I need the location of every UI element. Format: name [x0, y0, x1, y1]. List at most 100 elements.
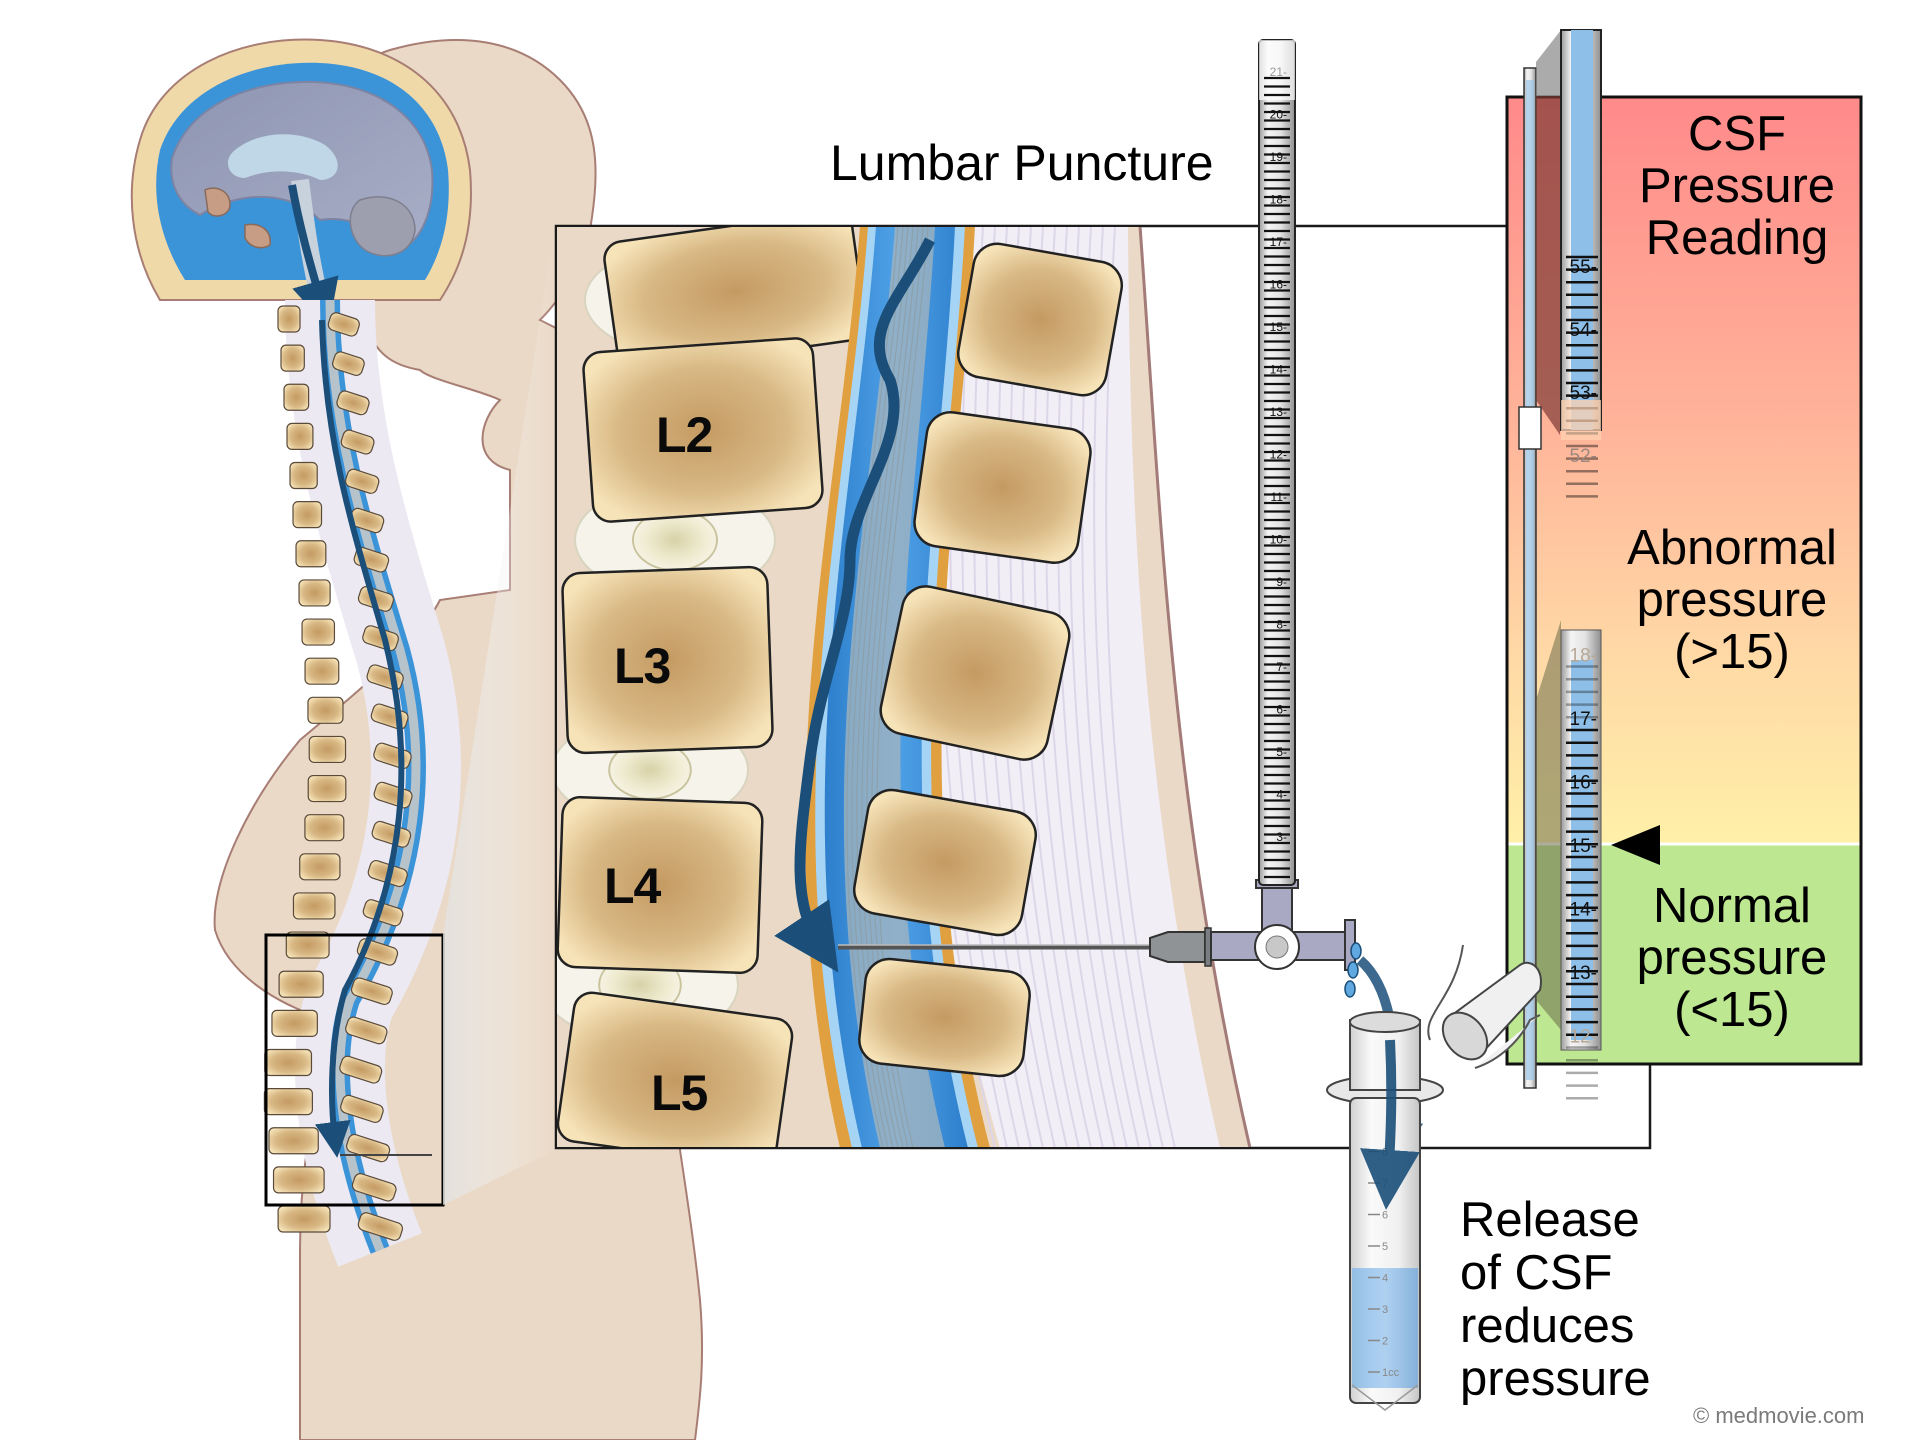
overview-vertebra — [301, 618, 336, 646]
overview-vertebra — [292, 892, 336, 920]
overview-vertebra — [308, 735, 347, 764]
manometer-tick-label: 19- — [1270, 150, 1287, 164]
tube-tick-label: 5 — [1382, 1241, 1388, 1253]
abnormal-line: (>15) — [1674, 625, 1790, 679]
vertebral-body — [557, 991, 794, 1147]
zoom-projection — [443, 225, 555, 1205]
tube-tick-label: 4 — [1382, 1273, 1388, 1285]
caption-line: of CSF — [1460, 1246, 1613, 1300]
manometer-tick-label: 16- — [1270, 278, 1287, 292]
overview-spinous-process — [345, 1016, 388, 1045]
overview-vertebra — [280, 344, 305, 372]
overview-vertebra — [278, 970, 324, 998]
overview-vertebra — [263, 1088, 313, 1116]
manometer-tick-label: 10- — [1270, 533, 1287, 547]
manometer-tick-label: 18- — [1270, 193, 1287, 207]
zoom-scale-label: 13- — [1570, 963, 1597, 984]
normal-line: (<15) — [1674, 983, 1790, 1037]
pressure-indicator-arrow — [1611, 825, 1660, 865]
vertebral-body — [557, 795, 764, 975]
vertebra-label-l4: L4 — [604, 858, 661, 914]
manometer-tick-label: 12- — [1270, 448, 1287, 462]
tube-tick-label: 3 — [1382, 1304, 1388, 1316]
vertebra-label-l5: L5 — [651, 1065, 708, 1121]
vertebra-label-l2: L2 — [656, 407, 713, 463]
pressure-reading-panel: 55-54-53-52- 18-17-16-15-14-13-12- — [1505, 29, 1863, 1100]
overview-vertebra — [264, 1048, 313, 1077]
zoom-scale-label: 54- — [1570, 320, 1597, 341]
head-cross-section — [130, 38, 472, 329]
manometer-tick-label: 4- — [1276, 788, 1287, 802]
overview-vertebra — [285, 931, 330, 959]
manometer-tick-label: 8- — [1276, 618, 1287, 632]
normal-line: Normal — [1653, 879, 1811, 933]
zoom-scale-label: 55- — [1570, 257, 1597, 278]
spinous-process — [879, 585, 1071, 761]
abnormal-line: pressure — [1636, 573, 1828, 627]
overview-vertebra — [295, 540, 327, 568]
overview-vertebra — [272, 1166, 325, 1194]
manometer-tick-label: 11- — [1271, 490, 1287, 504]
tube-tick-label: 6 — [1382, 1210, 1388, 1222]
spinous-process — [956, 242, 1124, 397]
overview-spinous-process — [332, 351, 365, 376]
overview-vertebra — [299, 853, 341, 881]
overview-vertebra — [289, 461, 318, 490]
overview-spinous-process — [357, 1212, 404, 1241]
overview-spinous-process — [340, 429, 375, 455]
copyright-credit: © medmovie.com — [1693, 1403, 1865, 1428]
tube-tick-label: 1cc — [1382, 1367, 1400, 1379]
normal-line: pressure — [1636, 931, 1828, 985]
manometer-tick-label: 13- — [1270, 405, 1287, 419]
vertebra-label-l3: L3 — [614, 638, 671, 694]
panel-title-line: CSF — [1688, 107, 1786, 161]
spinous-process — [852, 788, 1038, 937]
manometer-tick-label: 5- — [1276, 745, 1287, 759]
zoom-scale-label: 15- — [1570, 836, 1597, 857]
overview-spinous-process — [362, 899, 404, 927]
manometer-column: 21-20-19-18-17-16-15-14-13-12-11-10-9-8-… — [1258, 39, 1296, 886]
overview-spinous-process — [336, 390, 370, 416]
zoom-scale-label: 14- — [1570, 900, 1597, 921]
manometer-tick-label: 6- — [1276, 703, 1287, 717]
spine-overview — [263, 299, 461, 1267]
overview-spinous-process — [344, 468, 380, 494]
manometer-tick-label: 20- — [1270, 108, 1287, 122]
normal-pressure-label: Normal pressure (<15) — [1592, 880, 1872, 1036]
vertebral-body — [582, 337, 824, 523]
vertebral-body — [561, 565, 774, 755]
zoom-scale-label: 53- — [1570, 383, 1597, 404]
overview-spinous-process — [371, 820, 412, 848]
panel-title-line: Reading — [1645, 211, 1829, 265]
manometer-tick-label: 7- — [1276, 660, 1287, 674]
spinal-cord-overview — [325, 299, 421, 1252]
caption-line: Release — [1460, 1193, 1640, 1247]
overview-vertebra — [277, 1205, 331, 1233]
overview-spinous-process — [327, 312, 360, 337]
caption-line: pressure — [1460, 1352, 1651, 1406]
manometer-tick-label: 17- — [1270, 235, 1287, 249]
overview-vertebra — [277, 305, 301, 333]
tube-cap — [1441, 961, 1542, 1069]
overview-vertebra — [283, 383, 310, 411]
zoom-scale-label: 18- — [1570, 646, 1597, 667]
overview-spinous-process — [351, 1173, 397, 1202]
abnormal-pressure-label: Abnormal pressure (>15) — [1592, 522, 1872, 678]
overview-spinous-process — [339, 1055, 383, 1084]
zoom-scale-label: 16- — [1570, 773, 1597, 794]
pressure-panel-title: CSF Pressure Reading — [1592, 108, 1882, 264]
overview-spinous-process — [350, 977, 393, 1006]
overview-vertebra — [304, 814, 345, 842]
overview-vertebra — [304, 657, 340, 685]
caption-line: reduces — [1460, 1299, 1635, 1353]
overview-vertebra — [298, 579, 331, 607]
overview-vertebra — [268, 1127, 319, 1155]
overview-spinous-process — [340, 1094, 384, 1123]
overview-vertebra — [286, 422, 314, 450]
zoom-scale-label: 17- — [1570, 709, 1597, 730]
overview-vertebra — [292, 501, 323, 529]
release-csf-caption: Release of CSF reduces pressure — [1460, 1194, 1651, 1406]
